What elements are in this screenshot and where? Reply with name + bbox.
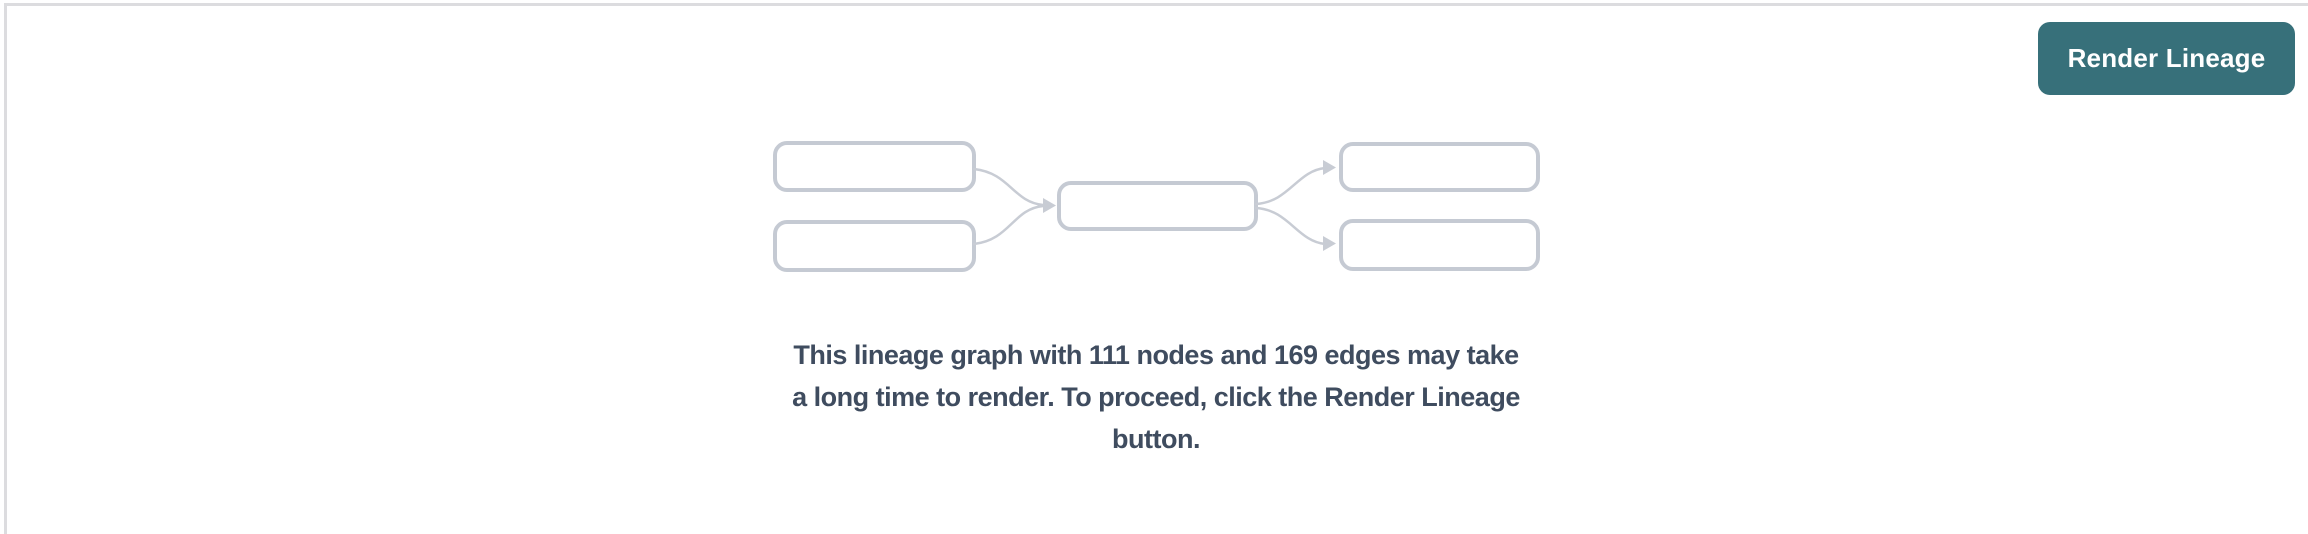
render-warning-message: This lineage graph with 111 nodes and 16… — [792, 334, 1520, 460]
placeholder-arrowhead-rightbottom — [1323, 236, 1336, 251]
placeholder-edge-mid-rightbottom — [1254, 206, 1327, 246]
placeholder-arrowhead-mid — [1043, 198, 1056, 213]
render-lineage-button[interactable]: Render Lineage — [2038, 22, 2295, 95]
placeholder-node-middle — [1057, 181, 1258, 231]
lineage-placeholder-svg — [773, 141, 1540, 272]
placeholder-edge-leftbottom-mid — [972, 204, 1045, 246]
placeholder-node-target-top — [1339, 142, 1540, 192]
placeholder-node-source-top — [773, 141, 976, 192]
placeholder-node-target-bottom — [1339, 219, 1540, 271]
message-line-3: button. — [1112, 424, 1200, 454]
lineage-panel: Render Lineage This linea — [4, 3, 2308, 534]
message-line-2: a long time to render. To proceed, click… — [792, 382, 1520, 412]
message-line-1: This lineage graph with 111 nodes and 16… — [793, 340, 1519, 370]
placeholder-edge-mid-righttop — [1254, 166, 1327, 206]
placeholder-node-source-bottom — [773, 220, 976, 272]
placeholder-arrowhead-righttop — [1323, 160, 1336, 175]
placeholder-edge-lefttop-mid — [972, 167, 1045, 207]
lineage-placeholder-graphic — [765, 131, 1555, 281]
